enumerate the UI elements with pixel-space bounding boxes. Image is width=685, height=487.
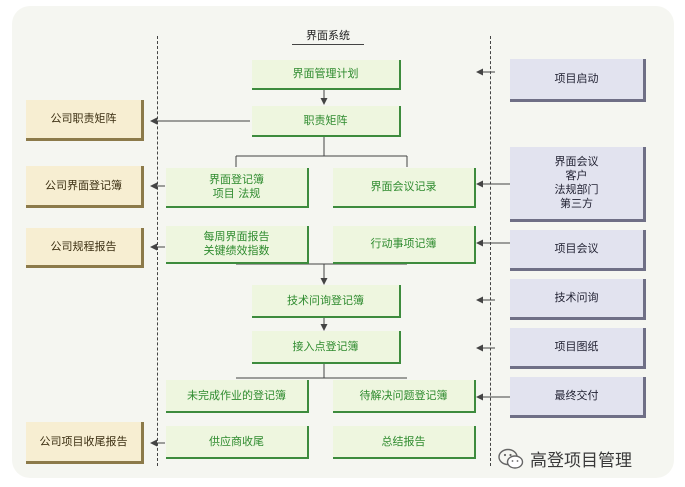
action-register-box: 行动事项记簿 — [333, 226, 476, 264]
divider-left — [157, 36, 158, 466]
watermark: 高登项目管理 — [498, 446, 632, 471]
interface-register-box: 界面登记簿 项目 法规 — [166, 168, 309, 208]
tech-query-register-box: 技术问询登记簿 — [252, 285, 401, 318]
interface-meeting-record-box: 界面会议记录 — [333, 168, 476, 208]
diagram-title: 界面系统 — [306, 29, 350, 42]
interface-meeting-group-box: 界面会议 客户 法规部门 第三方 — [510, 147, 646, 222]
company-register-box: 公司界面登记簿 — [26, 166, 144, 208]
tie-in-register-box: 接入点登记簿 — [252, 331, 401, 364]
responsibility-matrix-box: 职责矩阵 — [252, 106, 401, 137]
final-delivery-box: 最终交付 — [510, 377, 646, 418]
incomplete-work-register-box: 未完成作业的登记簿 — [166, 380, 309, 413]
weekly-report-box: 每周界面报告 关键绩效指数 — [166, 226, 309, 264]
technical-query-box: 技术问询 — [510, 279, 646, 320]
watermark-text: 高登项目管理 — [530, 451, 632, 471]
divider-right — [490, 36, 491, 466]
company-matrix-box: 公司职责矩阵 — [26, 100, 144, 141]
project-drawings-box: 项目图纸 — [510, 328, 646, 369]
project-kickoff-box: 项目启动 — [510, 59, 646, 102]
open-issues-register-box: 待解决问题登记簿 — [333, 380, 476, 413]
project-meeting-box: 项目会议 — [510, 230, 646, 271]
vendor-closeout-box: 供应商收尾 — [166, 426, 309, 459]
title-underline — [292, 44, 364, 45]
interface-plan-box: 界面管理计划 — [252, 60, 401, 90]
company-procedure-report-box: 公司规程报告 — [26, 228, 144, 268]
summary-report-box: 总结报告 — [333, 426, 476, 459]
company-closeout-report-box: 公司项目收尾报告 — [26, 422, 144, 464]
wechat-icon — [498, 448, 524, 469]
